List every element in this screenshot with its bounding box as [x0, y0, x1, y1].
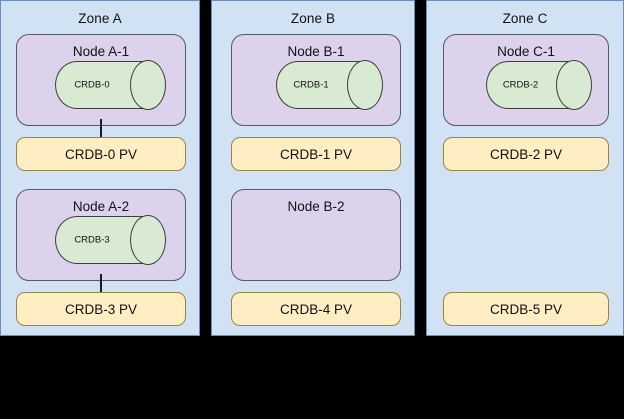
pv-crdb-0[interactable]: CRDB-0 PV	[16, 137, 186, 171]
crdb-2-label: CRDB-2	[502, 79, 539, 91]
cylinder-cap-icon	[556, 60, 592, 110]
crdb-1-label: CRDB-1	[293, 79, 329, 91]
node-b-1[interactable]: Node B-1 CRDB-1	[231, 34, 401, 126]
pv-crdb-5[interactable]: CRDB-5 PV	[443, 292, 609, 326]
cylinder-cap-icon	[130, 215, 166, 265]
pv-crdb-1[interactable]: CRDB-1 PV	[231, 137, 401, 171]
node-a-1-label: Node A-1	[72, 44, 130, 59]
zone-c-title: Zone C	[502, 11, 548, 26]
connector-node-a-2-to-pv	[100, 274, 102, 294]
database-cylinder-crdb-0[interactable]: CRDB-0	[55, 60, 166, 110]
zone-b-title: Zone B	[290, 11, 336, 26]
cylinder-cap-icon	[347, 60, 383, 110]
pv-crdb-2[interactable]: CRDB-2 PV	[443, 137, 609, 171]
cylinder-cap-icon	[130, 60, 166, 110]
zone-a-panel: Zone A Node A-1 CRDB-0 CRDB-0 PV Node A-…	[0, 0, 200, 336]
connector-node-a-1-to-pv	[100, 119, 102, 139]
node-c-1-label: Node C-1	[497, 44, 555, 59]
node-b-2[interactable]: Node B-2	[231, 189, 401, 281]
crdb-3-label: CRDB-3	[74, 234, 110, 246]
node-a-1[interactable]: Node A-1 CRDB-0	[16, 34, 186, 126]
database-cylinder-crdb-2[interactable]: CRDB-2	[486, 60, 592, 110]
node-a-2[interactable]: Node A-2 CRDB-3	[16, 189, 186, 281]
pv-crdb-4[interactable]: CRDB-4 PV	[231, 292, 401, 326]
zone-b-panel: Zone B Node B-1 CRDB-1 CRDB-1 PV Node B-…	[211, 0, 527, 336]
node-c-1[interactable]: Node C-1 CRDB-2	[443, 34, 609, 126]
crdb-0-label: CRDB-0	[74, 79, 110, 91]
node-b-2-label: Node B-2	[287, 199, 345, 214]
node-b-1-label: Node B-1	[287, 44, 345, 59]
pv-crdb-3[interactable]: CRDB-3 PV	[16, 292, 186, 326]
zone-c-panel: Zone C Node C-1 CRDB-2 CRDB-2 PV CRDB-5 …	[426, 0, 624, 336]
zone-a-title: Zone A	[78, 11, 122, 26]
node-a-2-label: Node A-2	[72, 199, 130, 214]
database-cylinder-crdb-1[interactable]: CRDB-1	[276, 60, 383, 110]
database-cylinder-crdb-3[interactable]: CRDB-3	[55, 215, 166, 265]
